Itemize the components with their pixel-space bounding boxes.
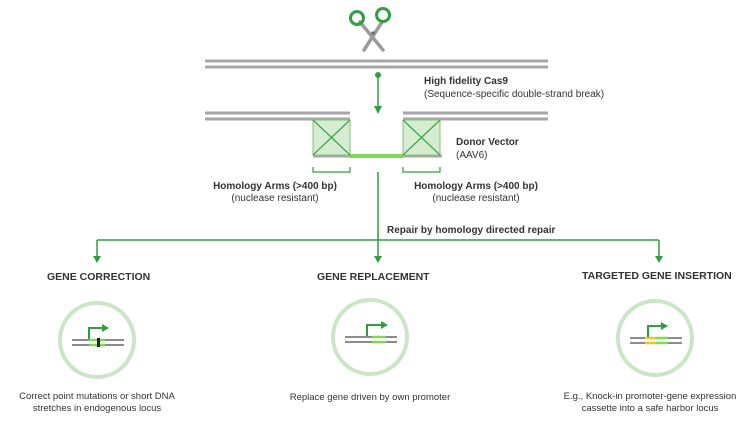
homology-label-left: Homology Arms (>400 bp) (nuclease resist… [205,181,345,205]
homology-label-right: Homology Arms (>400 bp) (nuclease resist… [406,181,546,205]
donor-title: Donor Vector [456,137,519,148]
desc-gene-correction-line1: Correct point mutations or short DNA [19,391,175,402]
repair-label: Repair by homology directed repair [387,225,556,236]
promoter-arrow-icon [366,321,388,336]
heading-gene-correction: GENE CORRECTION [47,271,151,283]
desc-gene-replacement-line1: Replace gene driven by own promoter [289,392,451,403]
cas9-title: High fidelity Cas9 [424,76,508,87]
promoter-arrow-icon [647,322,668,337]
repair-tree [93,172,663,263]
cut-arrow [374,72,382,114]
homology-left-subtitle: (nuclease resistant) [231,193,319,204]
desc-gene-correction-line2: stretches in endogenous locus [32,403,162,414]
homology-bracket-left [312,167,351,173]
scissors-icon [349,7,391,52]
desc-targeted-insertion-line1: E.g., Knock-in promoter-gene expression [563,391,737,402]
heading-gene-replacement: GENE REPLACEMENT [317,271,430,283]
target-dna [205,59,548,69]
broken-dna [205,111,548,121]
desc-targeted-insertion-line2: cassette into a safe harbor locus [581,403,719,414]
homology-right-title: Homology Arms (>400 bp) [414,181,538,192]
heading-targeted-insertion: TARGETED GENE INSERTION [582,270,732,282]
targeted-insertion-icon [616,299,694,377]
homology-right-subtitle: (nuclease resistant) [432,193,520,204]
homology-left-title: Homology Arms (>400 bp) [213,181,337,192]
promoter-arrow-icon [88,324,109,339]
desc-targeted-insertion: E.g., Knock-in promoter-gene expression … [550,391,750,415]
cas9-subtitle: (Sequence-specific double-strand break) [424,89,605,100]
donor-subtitle: (AAV6) [456,150,488,161]
homology-bracket-right [402,167,441,173]
donor-vector [312,119,442,158]
desc-gene-replacement: Replace gene driven by own promoter [280,392,460,404]
gene-correction-icon [58,301,136,379]
gene-replacement-icon [331,298,409,376]
desc-gene-correction: Correct point mutations or short DNA str… [2,391,192,415]
